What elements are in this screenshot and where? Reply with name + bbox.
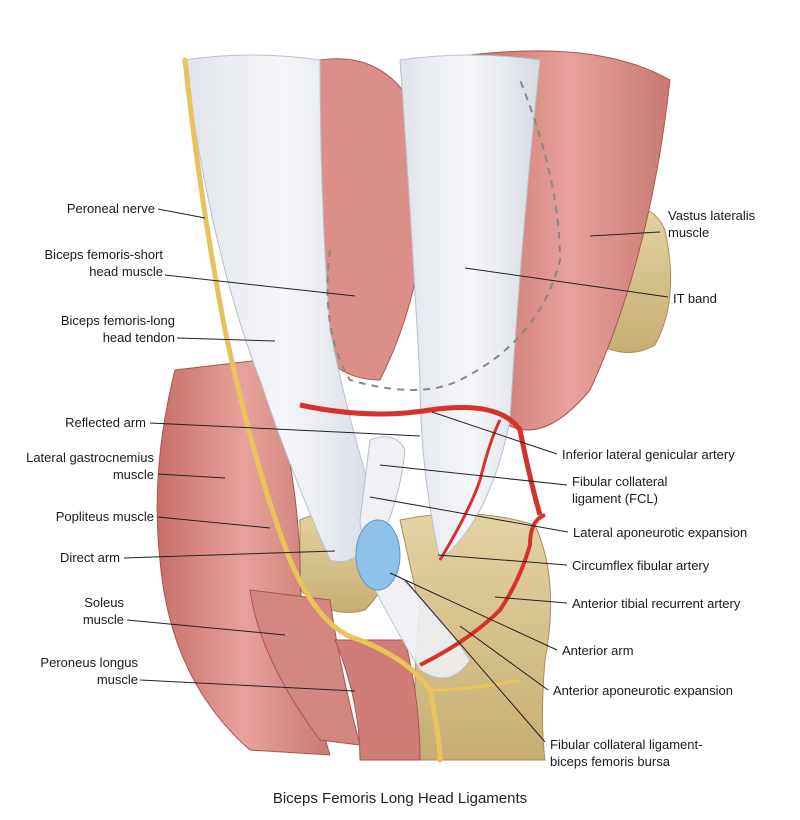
label-anterior-aponeurotic-expansion: Anterior aponeurotic expansion xyxy=(553,683,733,698)
circumflex-fibular-artery xyxy=(438,419,502,561)
peroneal-nerve xyxy=(182,57,443,763)
label-fcl-bursa: Fibular collateral ligament- biceps femo… xyxy=(550,737,703,769)
dashed-outline xyxy=(326,79,562,391)
label-soleus: Soleus muscle xyxy=(82,595,124,627)
label-peroneal-nerve: Peroneal nerve xyxy=(66,201,155,216)
label-popliteus: Popliteus muscle xyxy=(55,509,154,524)
bursa xyxy=(355,519,401,591)
label-biceps-short-head: Biceps femoris-short head muscle xyxy=(44,247,163,279)
leader-lines xyxy=(123,208,669,743)
it-band xyxy=(399,54,541,561)
label-vastus-lateralis: Vastus lateralis muscle xyxy=(668,208,756,240)
label-it-band: IT band xyxy=(673,291,717,306)
label-lateral-gastrocnemius: Lateral gastrocnemius muscle xyxy=(26,450,154,482)
label-inferior-lateral-genicular-artery: Inferior lateral genicular artery xyxy=(562,447,735,462)
label-peroneus-longus: Peroneus longus muscle xyxy=(40,655,138,687)
label-anterior-arm: Anterior arm xyxy=(562,643,634,658)
label-biceps-long-head-tendon: Biceps femoris-long head tendon xyxy=(60,313,175,345)
label-direct-arm: Direct arm xyxy=(60,550,120,565)
label-anterior-tibial-recurrent-artery: Anterior tibial recurrent artery xyxy=(572,596,741,611)
label-lateral-aponeurotic-expansion: Lateral aponeurotic expansion xyxy=(573,525,748,540)
peroneal-nerve-branch xyxy=(429,678,521,692)
inferior-lateral-genicular-artery xyxy=(299,402,543,516)
label-circumflex-fibular-artery: Circumflex fibular artery xyxy=(572,558,710,573)
label-reflected-arm: Reflected arm xyxy=(65,415,146,430)
label-fibular-collateral-ligament: Fibular collateral ligament (FCL) xyxy=(572,474,668,506)
anterior-tibial-recurrent-artery xyxy=(419,513,546,667)
figure-caption: Biceps Femoris Long Head Ligaments xyxy=(272,790,528,807)
